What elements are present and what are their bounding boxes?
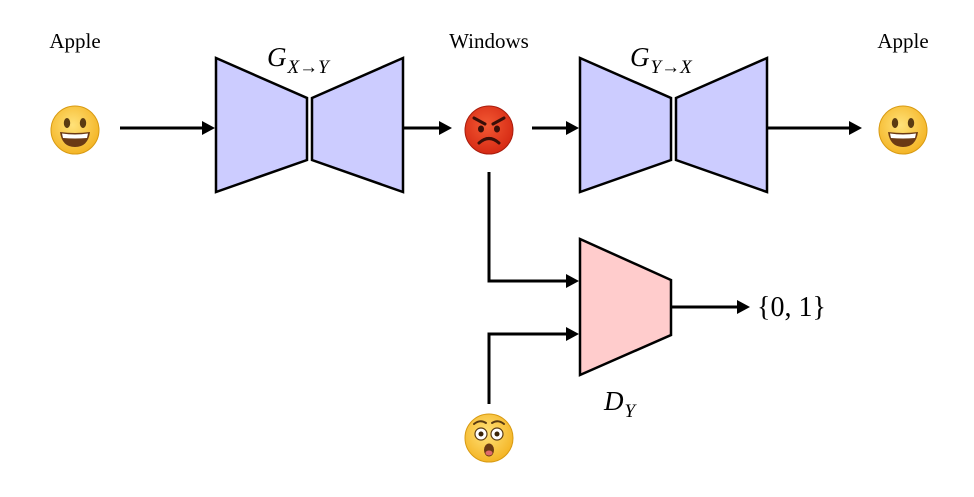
output-label: Apple xyxy=(877,29,928,53)
arrowhead xyxy=(439,121,452,135)
generator-backward-decoder xyxy=(674,56,769,194)
arrowhead xyxy=(566,121,579,135)
arrow-fake-to-discriminator xyxy=(487,172,569,283)
discriminator xyxy=(578,237,673,377)
generator-backward-label: GY→X xyxy=(630,42,693,78)
discriminator-label: DY xyxy=(603,386,638,422)
input-label: Apple xyxy=(49,29,100,53)
generator-forward-encoder xyxy=(214,56,309,194)
angry-face-icon xyxy=(464,105,514,155)
astonished-face-icon xyxy=(464,413,514,463)
arrowhead xyxy=(566,274,579,288)
generator-forward xyxy=(214,56,405,194)
arrowhead xyxy=(566,327,579,341)
connections xyxy=(120,121,862,404)
arrowhead xyxy=(202,121,215,135)
middle-label: Windows xyxy=(449,29,529,53)
arrow-real-to-discriminator xyxy=(487,332,569,404)
arrowhead xyxy=(737,300,750,314)
grinning-face-icon xyxy=(50,105,100,155)
arrowhead xyxy=(849,121,862,135)
grinning-face-icon xyxy=(878,105,928,155)
generator-forward-decoder xyxy=(310,56,405,194)
generator-forward-label: GX→Y xyxy=(267,42,331,78)
output-set-label: {0, 1} xyxy=(757,292,826,323)
generator-backward-encoder xyxy=(578,56,673,194)
generator-backward xyxy=(578,56,769,194)
